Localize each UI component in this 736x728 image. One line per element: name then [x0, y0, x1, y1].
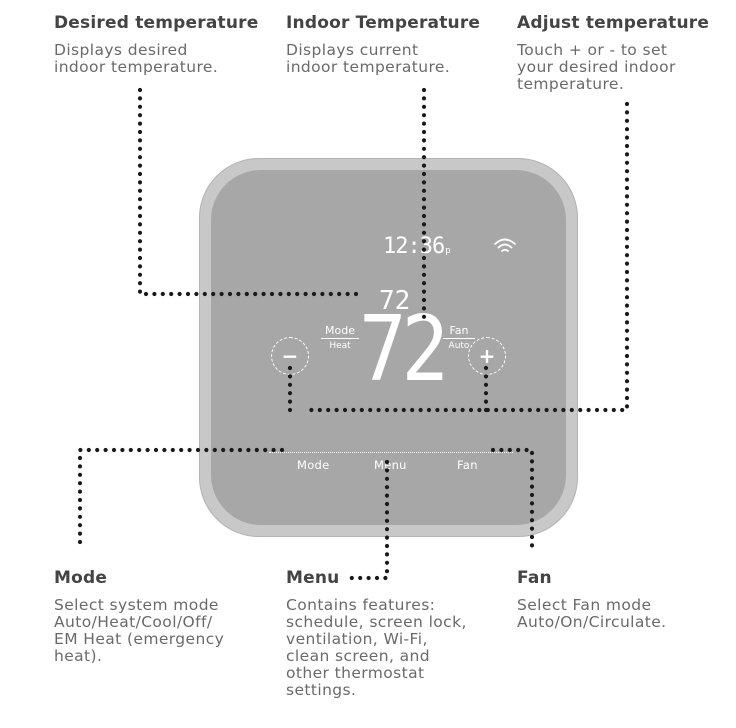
callout-description: Select Fan mode Auto/On/Circulate.: [517, 597, 667, 631]
desc-line: settings.: [286, 681, 357, 699]
desc-line: Auto/On/Circulate.: [517, 613, 667, 631]
desc-line: schedule, screen lock,: [286, 613, 467, 631]
callout-title: Fan: [517, 568, 552, 588]
leader-adjust-temperature: [307, 101, 630, 413]
callout-title: Adjust temperature: [517, 13, 710, 33]
menu-softkey[interactable]: Menu: [374, 458, 407, 472]
mode-status-value: Heat: [329, 341, 351, 351]
callout-indoor-temperature: Indoor Temperature Displays current indo…: [286, 12, 480, 76]
leader-fan: [490, 447, 535, 553]
mode-status: Mode Heat: [321, 325, 359, 352]
desc-line: Contains features:: [286, 596, 436, 614]
callout-mode: Mode Select system mode Auto/Heat/Cool/O…: [54, 567, 224, 665]
desc-line: indoor temperature.: [286, 58, 451, 76]
callout-description: Displays desired indoor temperature.: [54, 42, 258, 76]
callout-title: Desired temperature: [54, 13, 259, 33]
desc-line: your desired indoor: [517, 58, 676, 76]
fan-status-value: Auto: [448, 341, 470, 351]
leader-mode: [77, 447, 285, 551]
desc-line: other thermostat: [286, 664, 425, 682]
mode-status-label: Mode: [321, 325, 359, 339]
callout-description: Contains features: schedule, screen lock…: [286, 597, 467, 699]
desc-line: indoor temperature.: [54, 58, 219, 76]
fan-status-label: Fan: [443, 325, 475, 339]
setpoint-display: 72: [379, 286, 411, 316]
plus-icon: +: [478, 344, 496, 368]
callout-menu: Menu Contains features: schedule, screen…: [286, 567, 467, 699]
thermostat-device: 12:36p 72 Mode Heat 72 Fan Auto − + Mode…: [199, 158, 578, 537]
desc-line: heat).: [54, 647, 103, 665]
callout-desired-temperature: Desired temperature Displays desired ind…: [54, 12, 258, 76]
increase-temperature-button[interactable]: +: [468, 337, 506, 375]
leader-desired-temperature: [137, 87, 361, 297]
desc-line: temperature.: [517, 75, 625, 93]
softkey-divider: [269, 452, 513, 453]
callout-title: Mode: [54, 568, 108, 588]
desc-line: clean screen, and: [286, 647, 430, 665]
thermostat-screen: 12:36p 72 Mode Heat 72 Fan Auto − + Mode…: [211, 170, 566, 525]
callout-title: Indoor Temperature: [286, 13, 481, 33]
desc-line: Displays desired: [54, 41, 188, 59]
fan-softkey[interactable]: Fan: [457, 458, 478, 472]
desc-line: Select system mode: [54, 596, 219, 614]
clock-ampm: p: [445, 246, 451, 256]
wifi-icon: [494, 238, 516, 252]
callout-adjust-temperature: Adjust temperature Touch + or - to set y…: [517, 12, 709, 93]
callout-description: Select system mode Auto/Heat/Cool/Off/ E…: [54, 597, 224, 665]
desc-line: Select Fan mode: [517, 596, 652, 614]
callout-description: Displays current indoor temperature.: [286, 42, 480, 76]
desc-line: Auto/Heat/Cool/Off/: [54, 613, 213, 631]
leader-menu: [343, 459, 390, 581]
clock-time: 12:36: [383, 234, 445, 259]
indoor-temperature-display: 72: [359, 297, 449, 402]
desc-line: ventilation, Wi-Fi,: [286, 630, 428, 648]
callout-description: Touch + or - to set your desired indoor …: [517, 42, 709, 93]
desc-line: EM Heat (emergency: [54, 630, 225, 648]
mode-softkey[interactable]: Mode: [297, 458, 330, 472]
callout-fan: Fan Select Fan mode Auto/On/Circulate.: [517, 567, 667, 631]
callout-title: Menu: [286, 568, 340, 588]
clock-display: 12:36p: [383, 234, 451, 259]
fan-status: Fan Auto: [443, 325, 475, 352]
desc-line: Displays current: [286, 41, 419, 59]
minus-icon: −: [281, 344, 299, 368]
desc-line: Touch + or - to set: [517, 41, 668, 59]
